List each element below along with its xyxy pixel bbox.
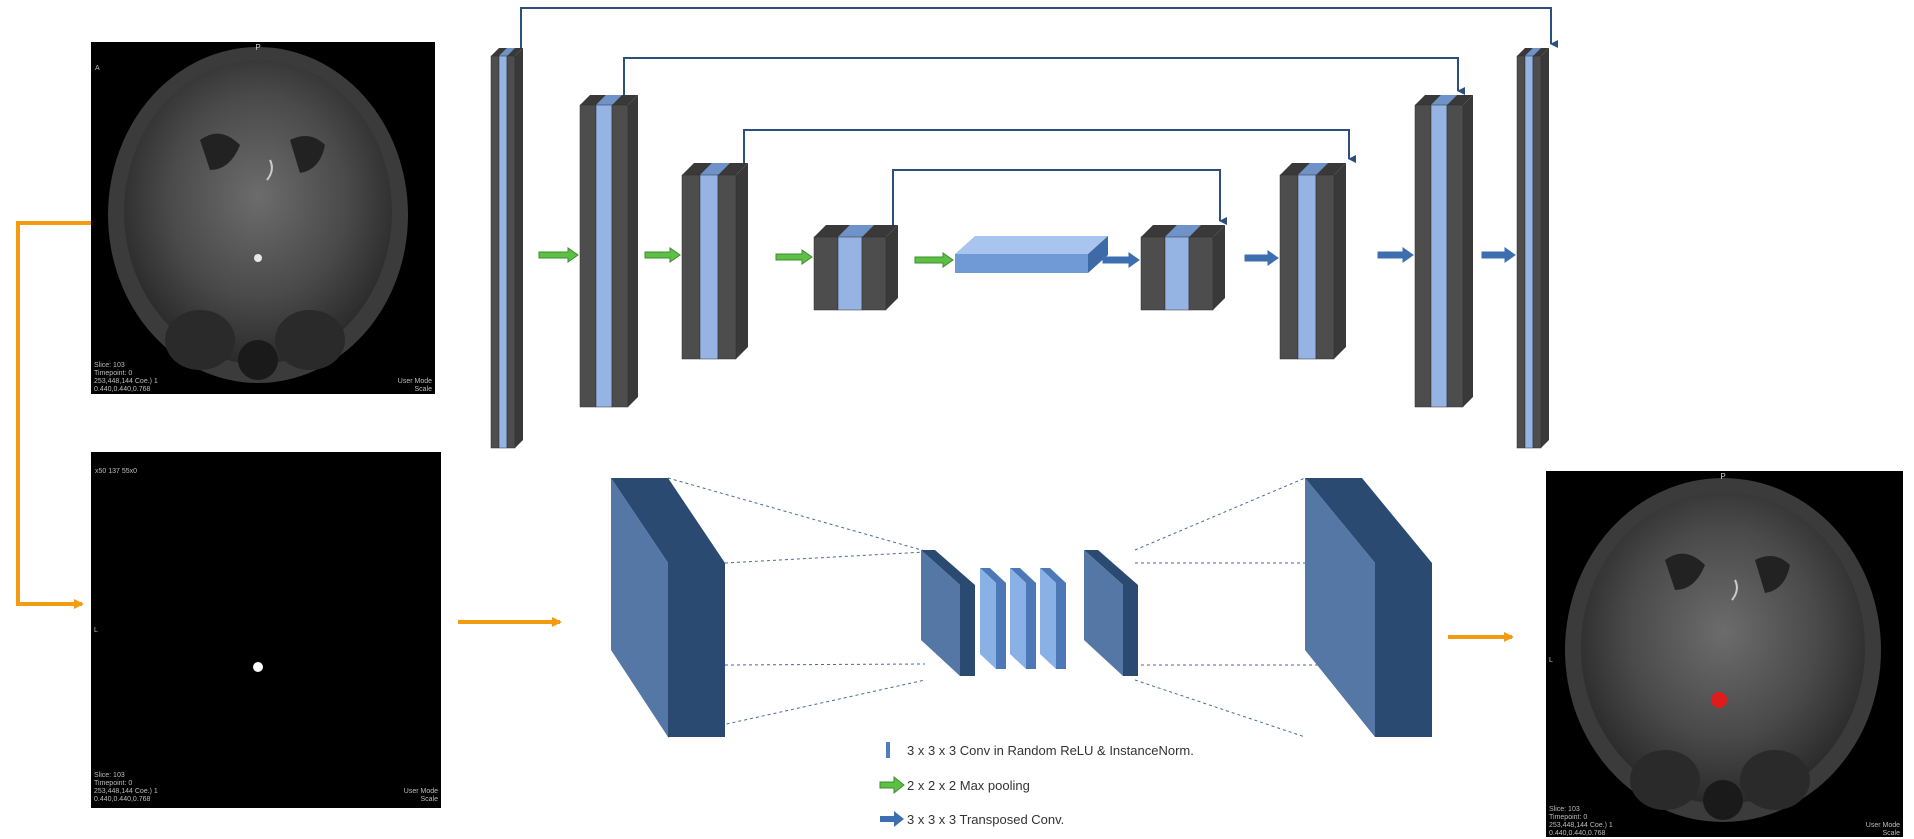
- legend: 3 x 3 x 3 Conv in Random ReLU & Instance…: [879, 742, 1194, 827]
- transposed-conv-arrow-icon: [1377, 247, 1414, 263]
- mask-label-left: L: [94, 627, 98, 634]
- mask-info-line: Timepoint: 0: [94, 780, 132, 787]
- bottleneck-block: [980, 568, 1006, 669]
- output-mri-label-top: P: [1720, 472, 1725, 481]
- unet-conv-block: [1188, 225, 1225, 311]
- skip-connection-arrow: [743, 129, 1356, 163]
- mask-info-line: 0.440,0.440,0.768: [94, 796, 151, 803]
- skip-connection-arrow: [623, 57, 1465, 95]
- legend-transposed-label: 3 x 3 x 3 Transposed Conv.: [907, 812, 1064, 827]
- unet-conv-block: [506, 48, 523, 449]
- legend-transposed: 3 x 3 x 3 Transposed Conv.: [880, 811, 1064, 827]
- mask-info-line: Slice: 103: [94, 772, 125, 779]
- mask-scale-label: Scale: [420, 796, 438, 803]
- input-mri-info-line: Timepoint: 0: [94, 370, 132, 377]
- unet-bottleneck: [955, 236, 1108, 273]
- legend-max-pool: 2 x 2 x 2 Max pooling: [879, 775, 1030, 795]
- output-mri-mode-label: User Mode: [1866, 822, 1900, 829]
- max-pool-arrow-icon: [775, 249, 813, 265]
- output-mri-label-left: L: [1549, 657, 1553, 664]
- mask-image: x50 137 55x0 L Slice: 103 Timepoint: 0 2…: [91, 452, 441, 808]
- input-mri-info-line: 253,448,144 Coe.) 1: [94, 378, 158, 385]
- input-mri-label-top: P: [255, 43, 260, 52]
- unet-conv-block: [1315, 163, 1346, 360]
- unet-architecture: [490, 7, 1558, 449]
- input-mri-scale-label: Scale: [414, 386, 432, 393]
- mask-top-left-label: x50 137 55x0: [95, 468, 137, 475]
- max-pool-arrow-icon: [644, 247, 681, 263]
- unet-conv-block: [1532, 48, 1549, 449]
- unet-conv-block: [861, 225, 898, 311]
- autoencoder-network: [611, 477, 1432, 738]
- encoder-input-block: [611, 478, 725, 737]
- mask-info-line: 253,448,144 Coe.) 1: [94, 788, 158, 795]
- skip-connection-arrow: [520, 7, 1558, 48]
- output-mri-info-line: 0.440,0.440,0.768: [1549, 830, 1606, 837]
- conv-layer-icon: [886, 742, 890, 758]
- output-mri-info-line: Slice: 103: [1549, 806, 1580, 813]
- transposed-conv-arrow-icon: [1244, 250, 1279, 266]
- detection-highlight-icon: [1711, 692, 1727, 708]
- decoder-output-block: [1305, 478, 1432, 737]
- input-mri-label-left: A: [95, 65, 100, 72]
- mask-mode-label: User Mode: [404, 788, 438, 795]
- output-mri-scan: P L Slice: 103 Timepoint: 0 253,448,144 …: [1546, 471, 1903, 837]
- input-mri-scan: P A Slice: 103 Timepoint: 0 253,448,144 …: [91, 42, 435, 394]
- output-mri-scale-label: Scale: [1882, 830, 1900, 837]
- bottleneck-block: [1010, 568, 1036, 669]
- unet-conv-block: [611, 95, 638, 408]
- legend-conv: 3 x 3 x 3 Conv in Random ReLU & Instance…: [886, 742, 1194, 758]
- unet-conv-block: [717, 163, 748, 360]
- mask-point-icon: [253, 662, 263, 672]
- encoder-small-block: [921, 550, 975, 676]
- transposed-conv-arrow-icon: [1481, 247, 1516, 263]
- transposed-conv-arrow-icon: [880, 811, 904, 827]
- max-pool-arrow-icon: [914, 252, 954, 268]
- output-mri-info-line: Timepoint: 0: [1549, 814, 1587, 821]
- decoder-small-block: [1084, 550, 1138, 676]
- transposed-conv-arrow-icon: [1102, 252, 1140, 268]
- max-pool-arrow-icon: [879, 775, 905, 795]
- input-mri-mode-label: User Mode: [398, 378, 432, 385]
- input-to-mask-arrow: [16, 221, 91, 609]
- max-pool-arrow-icon: [538, 247, 579, 263]
- legend-conv-label: 3 x 3 x 3 Conv in Random ReLU & Instance…: [907, 743, 1194, 758]
- legend-max-pool-label: 2 x 2 x 2 Max pooling: [907, 778, 1030, 793]
- input-mri-info-line: Slice: 103: [94, 362, 125, 369]
- bottleneck-block: [1040, 568, 1066, 669]
- flow-arrows: [16, 221, 1514, 642]
- skip-connection-arrow: [892, 169, 1227, 225]
- output-mri-info-line: 253,448,144 Coe.) 1: [1549, 822, 1613, 829]
- input-mri-info-line: 0.440,0.440,0.768: [94, 386, 151, 393]
- unet-conv-block: [1446, 95, 1473, 408]
